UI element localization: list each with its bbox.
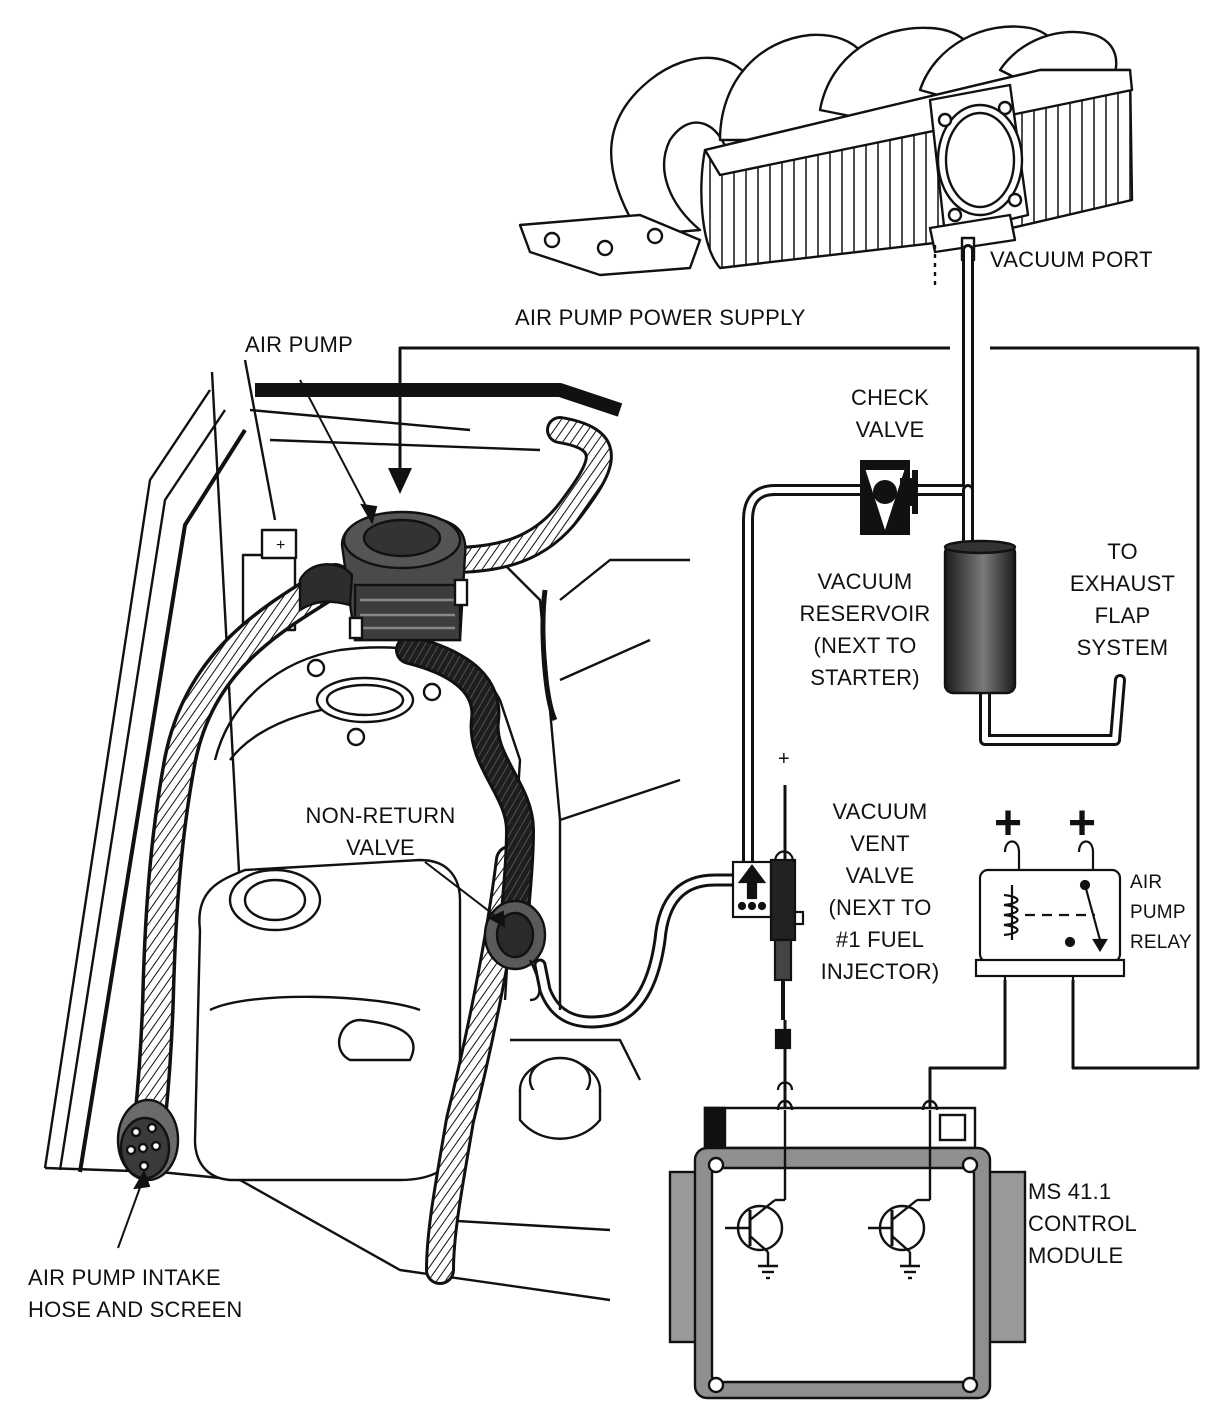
air-pump xyxy=(298,510,469,642)
check-valve xyxy=(860,460,918,535)
vacuum-lines xyxy=(533,244,1126,1029)
intake-screen xyxy=(116,1098,180,1182)
power-arrowhead xyxy=(388,468,412,494)
wiring xyxy=(398,346,1200,1110)
engine-bay: + xyxy=(43,359,690,1302)
control-module xyxy=(668,1099,1027,1400)
svg-text:+: + xyxy=(276,537,285,554)
air-pump-relay xyxy=(974,840,1126,992)
non-return-valve xyxy=(483,899,547,1002)
vacuum-vent-valve xyxy=(731,850,805,1091)
leader-lines xyxy=(117,379,506,1249)
intake-manifold xyxy=(518,25,1134,290)
vacuum-reservoir xyxy=(943,539,1017,695)
